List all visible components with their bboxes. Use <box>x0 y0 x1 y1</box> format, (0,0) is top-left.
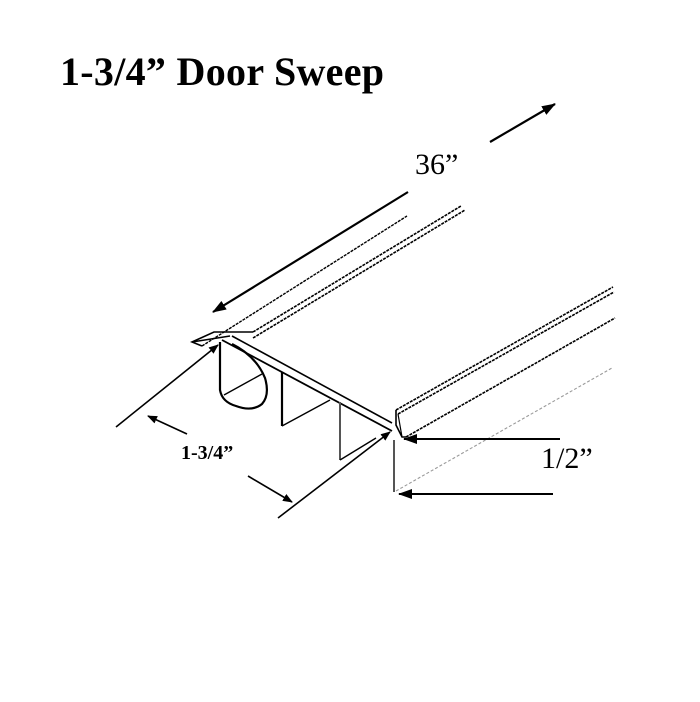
height-dimension-arrows <box>398 434 560 499</box>
length-dimension-label: 36” <box>415 148 459 181</box>
diagram-title: 1-3/4” Door Sweep <box>60 49 385 94</box>
height-dimension-label: 1/2” <box>541 442 593 475</box>
top-flange <box>189 205 466 347</box>
width-dimension-arrows <box>115 344 391 519</box>
cross-section-profile <box>218 335 393 461</box>
width-dimension-label: 1-3/4” <box>181 442 234 464</box>
rear-strip <box>393 286 616 492</box>
length-dimension-arrows <box>212 103 556 313</box>
